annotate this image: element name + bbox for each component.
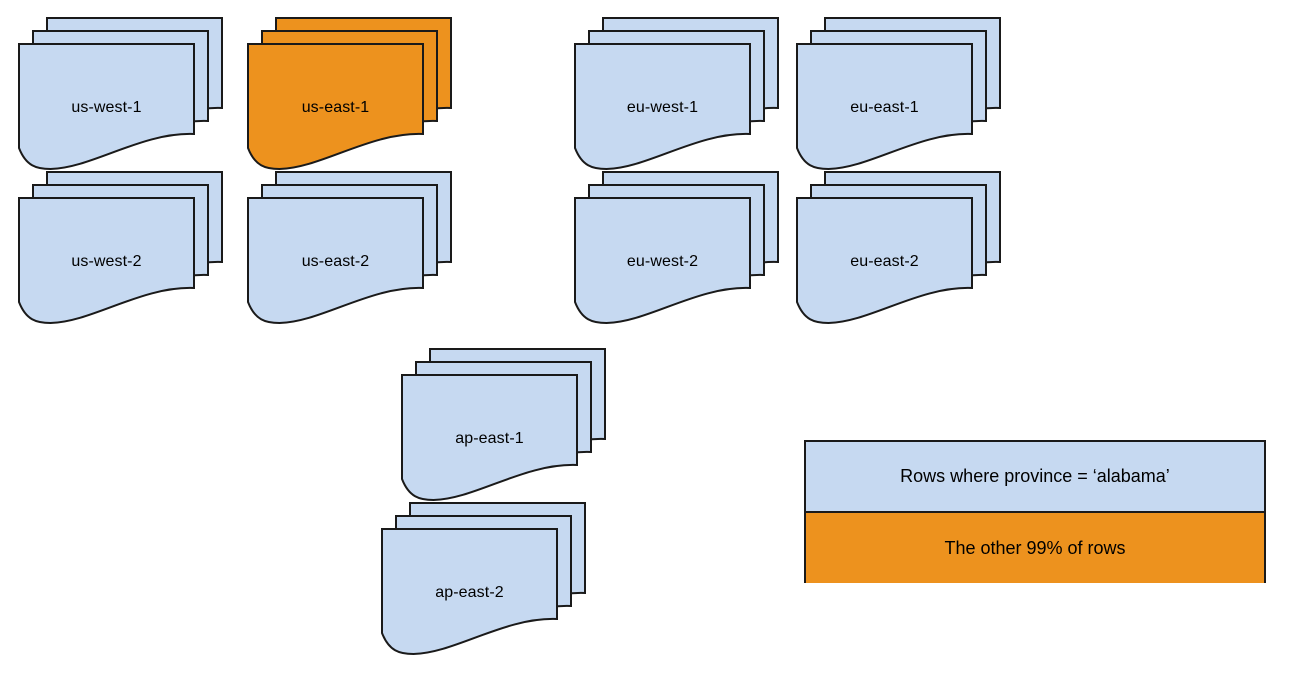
document-stack-us-west-2[interactable]: us-west-2 bbox=[18, 171, 226, 330]
document-sheet bbox=[247, 197, 424, 325]
legend-row-orange: The other 99% of rows bbox=[806, 513, 1264, 583]
document-sheet bbox=[796, 43, 973, 171]
legend-row-blue: Rows where province = ‘alabama’ bbox=[806, 442, 1264, 513]
document-stack-shape bbox=[574, 17, 779, 171]
document-sheet bbox=[247, 43, 424, 171]
document-stack-shape bbox=[18, 17, 223, 171]
document-sheet bbox=[796, 197, 973, 325]
document-stack-shape bbox=[574, 171, 779, 325]
document-stack-eu-west-1[interactable]: eu-west-1 bbox=[574, 17, 782, 176]
document-stack-shape bbox=[796, 17, 1001, 171]
document-sheet bbox=[401, 374, 578, 502]
document-stack-ap-east-1[interactable]: ap-east-1 bbox=[401, 348, 609, 507]
document-sheet bbox=[18, 197, 195, 325]
legend-label: Rows where province = ‘alabama’ bbox=[900, 466, 1170, 486]
document-sheet bbox=[381, 528, 558, 656]
document-stack-shape bbox=[381, 502, 586, 656]
document-stack-us-east-1[interactable]: us-east-1 bbox=[247, 17, 455, 176]
document-stack-ap-east-2[interactable]: ap-east-2 bbox=[381, 502, 589, 661]
document-sheet bbox=[18, 43, 195, 171]
document-stack-us-west-1[interactable]: us-west-1 bbox=[18, 17, 226, 176]
legend-label: The other 99% of rows bbox=[944, 537, 1126, 558]
document-stack-shape bbox=[247, 17, 452, 171]
document-stack-shape bbox=[247, 171, 452, 325]
document-sheet bbox=[574, 43, 751, 171]
document-stack-shape bbox=[796, 171, 1001, 325]
document-stack-shape bbox=[18, 171, 223, 325]
document-stack-eu-west-2[interactable]: eu-west-2 bbox=[574, 171, 782, 330]
document-stack-shape bbox=[401, 348, 606, 502]
document-stack-us-east-2[interactable]: us-east-2 bbox=[247, 171, 455, 330]
legend: Rows where province = ‘alabama’ The other… bbox=[804, 440, 1266, 583]
document-sheet bbox=[574, 197, 751, 325]
document-stack-eu-east-2[interactable]: eu-east-2 bbox=[796, 171, 1004, 330]
document-stack-eu-east-1[interactable]: eu-east-1 bbox=[796, 17, 1004, 176]
